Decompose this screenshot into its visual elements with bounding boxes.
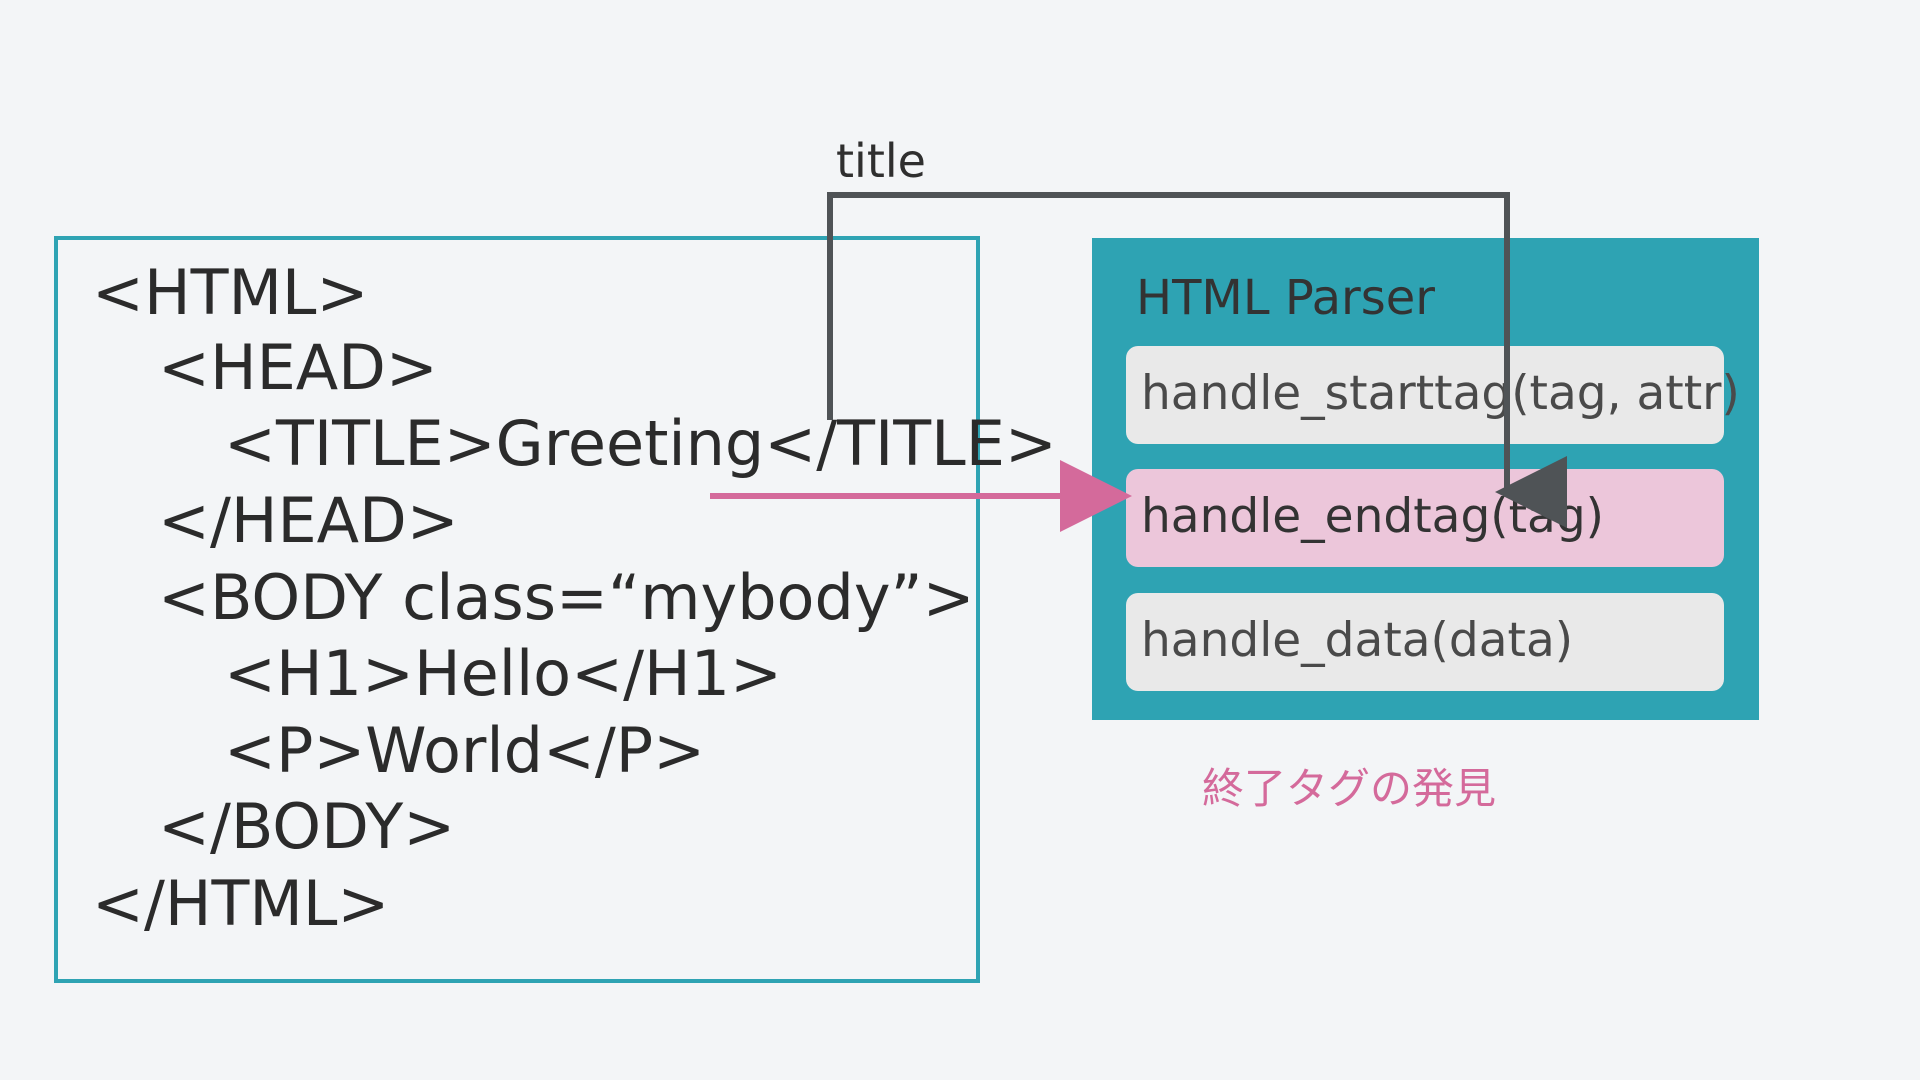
method-handle-data-label: handle_data(data) xyxy=(1141,613,1574,668)
method-handle-endtag-label: handle_endtag(tag) xyxy=(1141,489,1605,544)
code-line-html-close: </HTML> xyxy=(92,867,390,940)
code-line-title: <TITLE>Greeting</TITLE> xyxy=(224,407,1057,480)
code-line-head-close: </HEAD> xyxy=(158,484,459,557)
method-handle-starttag: handle_starttag(tag, attr) xyxy=(1126,346,1740,444)
html-parser-panel: HTML Parser handle_starttag(tag, attr) h… xyxy=(1092,238,1759,720)
code-line-h1: <H1>Hello</H1> xyxy=(224,637,782,710)
code-line-body-close: </BODY> xyxy=(158,790,456,863)
html-source-box: <HTML> <HEAD> <TITLE>Greeting</TITLE> </… xyxy=(54,236,1057,983)
code-line-body-open: <BODY class=“mybody”> xyxy=(158,561,975,634)
title-label: title xyxy=(836,134,926,188)
code-line-head-open: <HEAD> xyxy=(158,331,438,404)
method-handle-endtag: handle_endtag(tag) xyxy=(1126,469,1724,567)
code-line-html-open: <HTML> xyxy=(92,256,369,329)
parser-title: HTML Parser xyxy=(1136,270,1436,326)
method-handle-data: handle_data(data) xyxy=(1126,593,1724,691)
method-handle-starttag-label: handle_starttag(tag, attr) xyxy=(1141,366,1740,421)
code-line-p: <P>World</P> xyxy=(224,714,706,787)
endtag-found-label: 終了タグの発見 xyxy=(1202,764,1497,813)
